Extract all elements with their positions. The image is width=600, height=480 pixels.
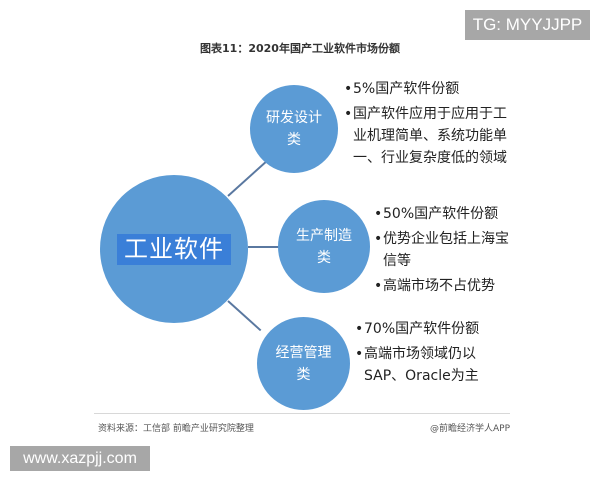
node-label-line1: 研发设计 <box>266 110 322 126</box>
bullet-item: 高端市场领域仍以SAP、Oracle为主 <box>355 343 495 387</box>
center-node-industrial-software: 工业软件 <box>100 175 248 323</box>
watermark-tg-badge: TG: MYYJJPP <box>465 10 590 40</box>
bullet-list-production-manufacturing: 50%国产软件份额 优势企业包括上海宝信等 高端市场不占优势 <box>374 203 514 300</box>
bullet-item: 高端市场不占优势 <box>374 275 514 297</box>
node-rd-design: 研发设计 类 <box>250 85 338 173</box>
bullet-list-business-management: 70%国产软件份额 高端市场领域仍以SAP、Oracle为主 <box>355 318 495 390</box>
node-label-line2: 类 <box>296 366 311 383</box>
connector-design <box>227 159 269 197</box>
node-label-line1: 经营管理 <box>275 344 332 361</box>
bullet-item: 5%国产软件份额 <box>344 78 514 100</box>
bullet-list-rd-design: 5%国产软件份额 国产软件应用于应用于工业机理简单、系统功能单一、行业复杂度低的… <box>344 78 514 172</box>
bullet-item: 优势企业包括上海宝信等 <box>374 228 514 272</box>
node-business-management: 经营管理 类 <box>257 317 350 410</box>
center-node-label: 工业软件 <box>117 233 231 265</box>
connector-management <box>227 300 262 332</box>
bullet-item: 50%国产软件份额 <box>374 203 514 225</box>
node-production-manufacturing: 生产制造 类 <box>278 200 370 293</box>
bullet-item: 国产软件应用于应用于工业机理简单、系统功能单一、行业复杂度低的领域 <box>344 103 514 169</box>
bullet-item: 70%国产软件份额 <box>355 318 495 340</box>
node-label-line2: 类 <box>317 249 331 266</box>
watermark-site-badge: www.xazpjj.com <box>10 446 150 471</box>
footer-divider <box>94 413 510 414</box>
node-label-line1: 生产制造 <box>296 227 352 244</box>
diagram-title: 图表11：2020年国产工业软件市场份额 <box>200 42 400 55</box>
node-label-line2: 类 <box>287 132 301 148</box>
connector-production <box>248 246 279 248</box>
credit-note: @前瞻经济学人APP <box>429 424 510 434</box>
source-note: 资料来源：工信部 前瞻产业研究院整理 <box>98 424 254 434</box>
